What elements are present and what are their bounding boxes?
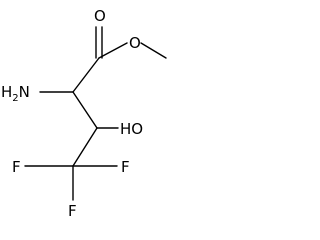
atom-labels: O O H2N HO F F F [1, 7, 143, 220]
amine-n: N [19, 83, 30, 101]
atom-fluorine-bottom: F [68, 202, 77, 220]
molecule-structure: O O H2N HO F F F [1, 7, 167, 220]
bond-ester-co [98, 42, 128, 59]
bond-alpha-beta [72, 91, 98, 129]
amine-h: H [1, 83, 12, 101]
atom-ester-oxygen: O [129, 34, 141, 52]
atom-amine: H2N [1, 83, 30, 104]
atom-carbonyl-oxygen: O [94, 7, 106, 25]
bond-carbonyl-alpha [72, 57, 100, 93]
bond-beta-cf3 [72, 127, 98, 167]
bond-ester-methyl [140, 42, 167, 59]
atom-fluorine-right: F [121, 158, 130, 176]
atom-fluorine-left: F [12, 158, 21, 176]
bonds [24, 26, 167, 201]
atom-hydroxyl: HO [120, 120, 143, 138]
amine-subscript: 2 [12, 93, 18, 104]
